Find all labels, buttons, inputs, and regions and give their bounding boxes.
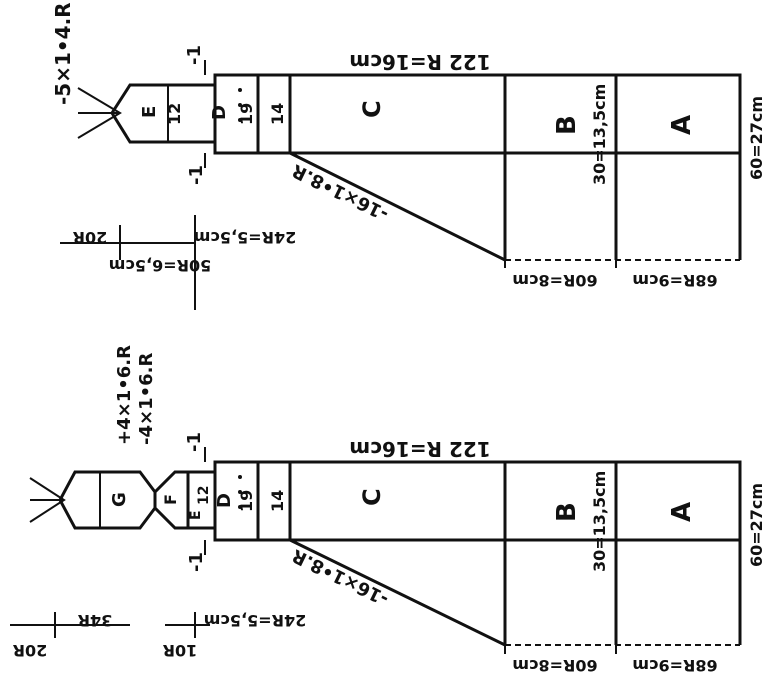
upper-bottom-label-2: 68R=9cm xyxy=(632,271,717,290)
upper-dot xyxy=(238,103,242,107)
upper-diagonal-edge xyxy=(289,151,506,262)
lower-g-letter: G xyxy=(109,492,130,507)
upper-cap-label: -5×1•4.R xyxy=(51,2,75,105)
upper-c-number: 14 xyxy=(268,103,287,125)
lower-b-dimension: 30=13,5cm xyxy=(590,471,609,572)
lower-fg-shape xyxy=(58,470,157,530)
upper-b-letter: B xyxy=(552,115,582,135)
lower-left-label-34: 34R xyxy=(78,611,113,630)
lower-minus-one-bottom: -1 xyxy=(186,552,207,572)
upper-dot xyxy=(238,118,242,122)
lower-left-label-10: 10R xyxy=(163,641,198,660)
lower-e-shape xyxy=(186,470,215,530)
upper-main-outline xyxy=(213,73,742,155)
lower-schematic: 122 R=16cm -1 -1 +4×1•6.R -4×1•6.R G F E… xyxy=(10,345,766,675)
lower-f-shape xyxy=(153,470,188,530)
lower-bottom-label-2: 68R=9cm xyxy=(632,656,717,675)
lower-d-number: 19 xyxy=(237,490,256,512)
lower-cap-label-2: -4×1•6.R xyxy=(136,353,157,445)
lower-cap-label-1: +4×1•6.R xyxy=(114,345,135,445)
upper-a-letter: A xyxy=(667,115,697,135)
upper-dot xyxy=(238,88,242,92)
lower-bottom-label-1: 60R=8cm xyxy=(512,656,597,675)
lower-left-label-20: 20R xyxy=(13,641,48,660)
lower-top-label: 122 R=16cm xyxy=(349,437,490,461)
upper-bottom-label-1: 60R=8cm xyxy=(512,271,597,290)
lower-f-letter: F xyxy=(161,494,180,505)
upper-d-letter: D xyxy=(209,105,230,120)
upper-diagonal-label: -16×1•8.R xyxy=(289,159,393,224)
upper-d-number: 19 xyxy=(237,103,256,125)
lower-a-dimension: 60=27cm xyxy=(747,483,766,567)
lower-d-letter: D xyxy=(214,493,235,508)
upper-schematic: 122 R=16cm -1 -1 -5×1•4.R E 12 D 19 14 C… xyxy=(51,2,766,310)
upper-a-dimension: 60=27cm xyxy=(747,96,766,180)
lower-diagonal-edge xyxy=(289,538,506,647)
lower-dot xyxy=(238,475,242,479)
lower-minus-one-top: -1 xyxy=(184,432,205,452)
lower-main-outline xyxy=(213,460,742,542)
lower-b-letter: B xyxy=(552,502,582,522)
upper-left-label-20: 20R xyxy=(73,228,108,247)
lower-dot xyxy=(238,505,242,509)
lower-e-number: 12 xyxy=(196,486,212,505)
lower-diagonal-label: -16×1•8.R xyxy=(289,544,393,609)
upper-b-dimension: 30=13,5cm xyxy=(590,84,609,185)
lower-left-label-24: 24R=5,5cm xyxy=(204,611,307,630)
lower-dot xyxy=(238,490,242,494)
lower-a-letter: A xyxy=(667,502,697,522)
upper-e-letter: E xyxy=(139,106,160,118)
upper-minus-one-top: -1 xyxy=(184,45,205,65)
upper-c-letter: C xyxy=(358,100,386,118)
upper-left-label-24: 24R=5,5cm xyxy=(194,228,297,247)
lower-e-letter: E xyxy=(188,510,204,520)
upper-left-label-50: 50R=6,5cm xyxy=(109,256,212,275)
upper-top-label: 122 R=16cm xyxy=(349,50,490,74)
lower-c-number: 14 xyxy=(268,490,287,512)
upper-minus-one-bottom: -1 xyxy=(186,165,207,185)
upper-e-shape xyxy=(110,83,215,144)
lower-c-letter: C xyxy=(358,488,386,506)
upper-e-number: 12 xyxy=(165,103,184,125)
